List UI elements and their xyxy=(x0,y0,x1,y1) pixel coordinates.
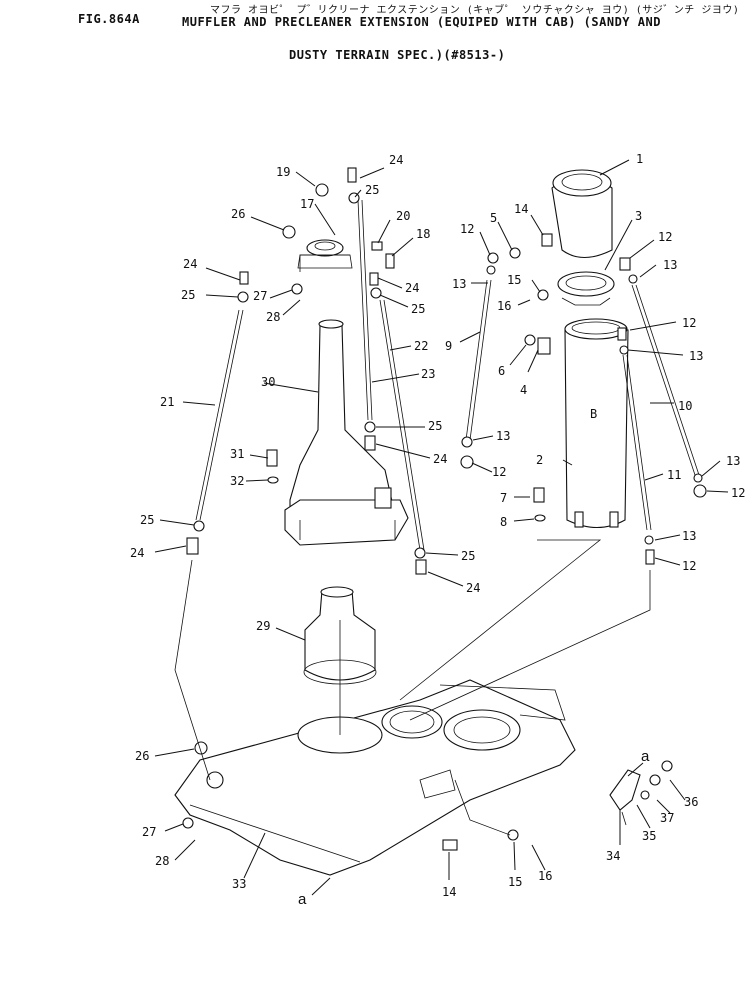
callout-24: 24 xyxy=(130,546,144,560)
callout-12: 12 xyxy=(492,465,506,479)
callout-21: 21 xyxy=(160,395,174,409)
rods xyxy=(195,199,700,551)
rod-23 xyxy=(357,199,373,421)
callout-12: 12 xyxy=(731,486,745,500)
callout-9: 9 xyxy=(445,339,452,353)
callout-13: 13 xyxy=(689,349,703,363)
callout-36: 36 xyxy=(684,795,698,809)
callout-15: 15 xyxy=(508,875,522,889)
callout-25: 25 xyxy=(411,302,425,316)
callout-25: 25 xyxy=(461,549,475,563)
callout-25: 25 xyxy=(181,288,195,302)
reference-a-detail: a xyxy=(641,748,650,765)
callout-24: 24 xyxy=(389,153,403,167)
title-line-2: DUSTY TERRAIN SPEC.)(#8513-) xyxy=(289,48,506,62)
callout-25: 25 xyxy=(140,513,154,527)
rod-11 xyxy=(622,354,652,531)
callout-23: 23 xyxy=(421,367,435,381)
callout-2: 2 xyxy=(536,453,543,467)
callout-6: 6 xyxy=(498,364,505,378)
callout-13: 13 xyxy=(452,277,466,291)
callout-32: 32 xyxy=(230,474,244,488)
callout-28: 28 xyxy=(155,854,169,868)
muffler-extension-1 xyxy=(551,169,613,259)
clamp-3 xyxy=(557,271,615,306)
callout-33: 33 xyxy=(232,877,246,891)
callout-24: 24 xyxy=(433,452,447,466)
callout-12: 12 xyxy=(460,222,474,236)
katakana-title: マフラ オヨビ゜ プ゛リクリーナ エクステンション (キャブ゜ ソウチャクシャ … xyxy=(210,5,740,16)
title-line-1: MUFFLER AND PRECLEANER EXTENSION (EQUIPE… xyxy=(182,15,661,29)
callout-13: 13 xyxy=(726,454,740,468)
callout-13: 13 xyxy=(663,258,677,272)
callout-17: 17 xyxy=(300,197,314,211)
callout-30: 30 xyxy=(261,375,275,389)
callout-5: 5 xyxy=(490,211,497,225)
callout-8: 8 xyxy=(500,515,507,529)
callout-26: 26 xyxy=(231,207,245,221)
precleaner-funnel-30 xyxy=(284,319,409,546)
callout-37: 37 xyxy=(660,811,674,825)
callout-16: 16 xyxy=(497,299,511,313)
callout-14: 14 xyxy=(514,202,528,216)
callout-11: 11 xyxy=(667,468,681,482)
callout-35: 35 xyxy=(642,829,656,843)
callout-3: 3 xyxy=(635,209,642,223)
callout-16: 16 xyxy=(538,869,552,883)
callout-24: 24 xyxy=(466,581,480,595)
callout-12: 12 xyxy=(658,230,672,244)
callout-24: 24 xyxy=(405,281,419,295)
callout-28: 28 xyxy=(266,310,280,324)
reference-a-arrow: a xyxy=(298,891,307,908)
callout-29: 29 xyxy=(256,619,270,633)
callout-numbers: 1 2 3 4 5 6 7 8 9 10 11 12 12 12 12 12 1… xyxy=(130,152,745,908)
callout-34: 34 xyxy=(606,849,620,863)
callout-20: 20 xyxy=(396,209,410,223)
base-plate-33 xyxy=(174,679,576,876)
callout-12: 12 xyxy=(682,316,696,330)
callout-19: 19 xyxy=(276,165,290,179)
callout-27: 27 xyxy=(253,289,267,303)
callout-25: 25 xyxy=(365,183,379,197)
top-bracket-17 xyxy=(297,239,353,269)
callout-25: 25 xyxy=(428,419,442,433)
callout-13: 13 xyxy=(496,429,510,443)
detail-a-bracket xyxy=(609,760,673,826)
rod-9 xyxy=(465,279,492,441)
callout-22: 22 xyxy=(414,339,428,353)
figure-number: FIG.864A xyxy=(78,12,140,26)
rod-21 xyxy=(195,309,244,521)
small-hardware xyxy=(182,167,707,851)
leader-lines xyxy=(154,159,729,896)
callout-24: 24 xyxy=(183,257,197,271)
callout-7: 7 xyxy=(500,491,507,505)
callout-10: 10 xyxy=(678,399,692,413)
callout-15: 15 xyxy=(507,273,521,287)
callout-12: 12 xyxy=(682,559,696,573)
callout-26: 26 xyxy=(135,749,149,763)
extension-tube-2 xyxy=(564,318,629,529)
callout-4: 4 xyxy=(520,383,527,397)
rod-10 xyxy=(631,284,700,476)
callout-31: 31 xyxy=(230,447,244,461)
callout-27: 27 xyxy=(142,825,156,839)
rod-22 xyxy=(379,299,425,551)
reference-b-label: B xyxy=(590,407,597,421)
callout-1: 1 xyxy=(636,152,643,166)
callout-18: 18 xyxy=(416,227,430,241)
callout-14: 14 xyxy=(442,885,456,899)
callout-13: 13 xyxy=(682,529,696,543)
